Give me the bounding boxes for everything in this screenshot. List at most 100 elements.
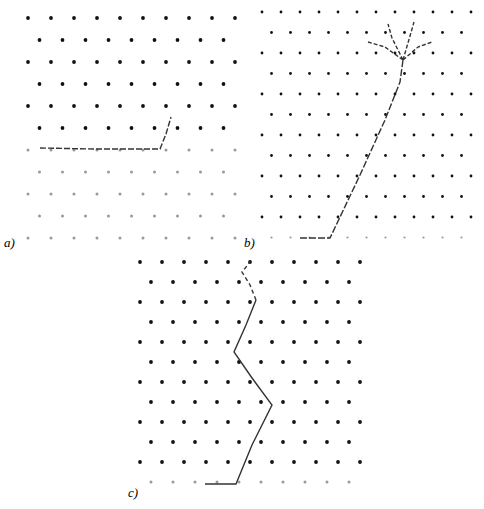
atom — [346, 154, 349, 157]
atom — [95, 16, 99, 20]
crack-path — [403, 22, 414, 60]
atom — [182, 460, 186, 464]
atom — [375, 93, 378, 96]
atom — [199, 170, 202, 173]
atom — [49, 192, 52, 195]
atom — [49, 16, 53, 20]
atom — [413, 93, 416, 96]
atom — [270, 31, 273, 34]
atom — [226, 420, 230, 424]
atom — [403, 72, 406, 75]
atom — [164, 104, 168, 108]
atom — [270, 300, 274, 304]
atom — [261, 11, 264, 14]
panel-b — [261, 11, 473, 239]
crack-path — [205, 300, 272, 484]
atom — [460, 154, 463, 157]
atom — [451, 175, 454, 178]
atom — [358, 420, 362, 424]
atom — [281, 360, 285, 364]
atom — [210, 16, 214, 20]
atom — [160, 260, 164, 264]
atom — [422, 113, 425, 116]
atom — [193, 480, 196, 483]
atom — [130, 214, 133, 217]
atom — [84, 126, 88, 130]
atom — [299, 216, 302, 219]
atom — [318, 216, 321, 219]
atom — [432, 93, 435, 96]
atom — [356, 52, 359, 55]
atom — [451, 52, 454, 55]
atom — [61, 82, 65, 86]
atom — [325, 480, 328, 483]
atom — [153, 82, 157, 86]
atom — [72, 60, 76, 64]
atom — [347, 360, 351, 364]
atom — [358, 380, 362, 384]
atom — [403, 236, 405, 238]
atom — [95, 236, 98, 239]
atom — [138, 460, 142, 464]
atom — [356, 216, 359, 219]
atom — [237, 440, 241, 444]
atom — [422, 31, 425, 34]
atom — [289, 72, 292, 75]
atom — [318, 134, 321, 137]
atom — [164, 192, 167, 195]
atom — [281, 400, 285, 404]
atom — [280, 175, 283, 178]
atom — [226, 300, 230, 304]
atom — [308, 113, 311, 116]
atom — [314, 260, 318, 264]
atom — [204, 260, 208, 264]
atom — [327, 195, 330, 198]
atom — [460, 113, 463, 116]
atom — [303, 280, 307, 284]
atom — [336, 420, 340, 424]
atom — [422, 236, 424, 238]
atom — [149, 280, 153, 284]
atom — [303, 360, 307, 364]
atom — [384, 236, 386, 238]
atom — [365, 31, 368, 34]
atom — [314, 420, 318, 424]
atom — [193, 360, 197, 364]
atom — [336, 380, 340, 384]
atom — [118, 192, 121, 195]
atom — [325, 440, 329, 444]
atom — [204, 380, 208, 384]
atom — [403, 154, 406, 157]
atom — [346, 31, 349, 34]
atom — [95, 60, 99, 64]
atom — [38, 38, 42, 42]
atom — [451, 216, 454, 219]
atom — [303, 440, 307, 444]
atom — [138, 300, 142, 304]
atom — [176, 82, 180, 86]
atom — [237, 320, 241, 324]
atom — [347, 400, 351, 404]
atom — [314, 460, 318, 464]
atom — [314, 300, 318, 304]
atom — [160, 300, 164, 304]
atom — [130, 126, 134, 130]
atom — [141, 192, 144, 195]
atom — [149, 480, 152, 483]
atom — [107, 126, 111, 130]
atom — [199, 38, 203, 42]
atom — [182, 300, 186, 304]
atom — [289, 31, 292, 34]
atom — [303, 320, 307, 324]
atom — [432, 175, 435, 178]
atom — [358, 300, 362, 304]
atom — [210, 192, 213, 195]
atom — [193, 280, 197, 284]
atom — [199, 126, 203, 130]
atom — [215, 440, 219, 444]
atom — [460, 31, 463, 34]
atom — [171, 360, 175, 364]
atom — [308, 31, 311, 34]
atom — [215, 320, 219, 324]
atom — [61, 126, 65, 130]
